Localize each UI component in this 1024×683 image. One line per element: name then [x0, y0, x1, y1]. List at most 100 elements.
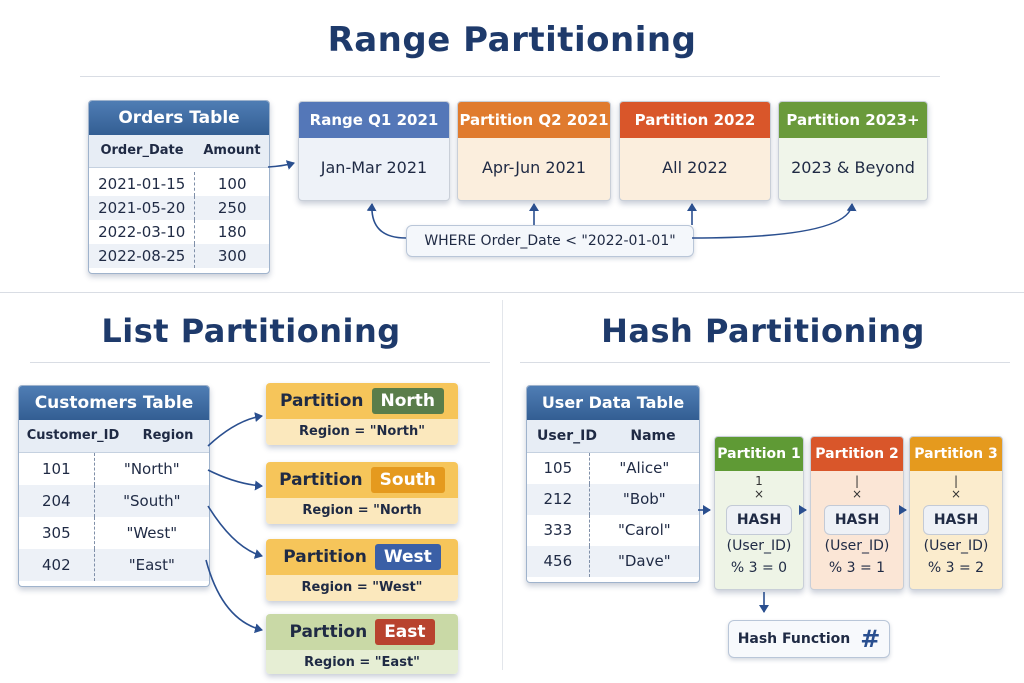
- table-cell: 333: [543, 521, 573, 539]
- x-icon: ×: [753, 487, 765, 501]
- hash-chip: HASH: [725, 505, 793, 535]
- table-row: 305"West": [19, 517, 209, 549]
- x-icon: ×: [851, 487, 863, 501]
- partition-header: Partition South: [266, 462, 458, 498]
- arrow-query-to-q1: [366, 203, 407, 239]
- hash-symbol-icon: #: [860, 625, 881, 653]
- range-partition-2023: Partition 2023+ 2023 & Beyond: [778, 101, 928, 201]
- hash-chip: HASH: [823, 505, 891, 535]
- arrow-to-east: [205, 559, 263, 634]
- table-cell: 101: [41, 460, 71, 478]
- user-table-title: User Data Table: [527, 386, 699, 420]
- table-cell: "East": [93, 549, 209, 581]
- column-divider: [502, 300, 503, 670]
- table-row: 333 "Carol": [527, 515, 699, 546]
- range-title: Range Partitioning: [327, 20, 697, 60]
- table-cell: 105: [543, 459, 573, 477]
- table-cell: 100: [194, 172, 269, 196]
- region-tag: North: [371, 388, 445, 414]
- hash-arg: (User_ID): [824, 538, 890, 554]
- region-tag: South: [370, 467, 445, 493]
- partition-mark: |×: [851, 474, 863, 501]
- partition-body: Jan-Mar 2021: [320, 158, 428, 177]
- table-row: 105 "Alice": [527, 453, 699, 484]
- range-partition-q2: Partition Q2 2021 Apr-Jun 2021: [457, 101, 611, 201]
- table-row: 101"North": [19, 453, 209, 485]
- column-header: Name: [630, 428, 676, 444]
- table-cell: 456: [543, 552, 573, 570]
- partition-body: 1× HASH (User_ID) % 3 = 0: [715, 475, 803, 579]
- table-row: 212"Bob": [527, 484, 699, 515]
- partition-header: Partition 2023+: [779, 102, 927, 138]
- range-partition-2022: Partition 2022 All 2022: [619, 101, 771, 201]
- section-divider: [0, 292, 1024, 293]
- table-row: 402 "East": [19, 549, 209, 581]
- table-cell: 402: [41, 556, 71, 574]
- hash-partition-3: Partition 3 |× HASH (User_ID) % 3 = 2: [909, 436, 1003, 590]
- partition-filter: Region = "East": [266, 650, 458, 674]
- partition-mark: 1×: [753, 474, 765, 501]
- table-row: 2021-01-15 100: [89, 172, 269, 196]
- orders-table-body: 2021-01-15 100 2021-05-20 250 2022-03-10 18…: [89, 168, 269, 268]
- hash-arg: (User_ID): [726, 538, 792, 554]
- partition-filter: Region = "West": [266, 575, 458, 601]
- partition-header: Range Q1 2021: [299, 102, 449, 138]
- table-cell: 204: [41, 492, 71, 510]
- table-cell: 2021-05-20: [98, 199, 186, 217]
- arrow-to-south: [207, 469, 263, 491]
- x-icon: ×: [950, 487, 962, 501]
- table-row: 204 "South": [19, 485, 209, 517]
- table-cell: "Alice": [588, 453, 699, 484]
- table-row: 2022-03-10 180: [89, 220, 269, 244]
- partition-label: Partition: [279, 470, 363, 490]
- table-cell: "South": [93, 485, 209, 517]
- partition-header: Partition 2: [811, 437, 903, 471]
- column-header: Customer_ID: [26, 428, 120, 443]
- partition-body: |× HASH (User_ID) % 3 = 2: [910, 475, 1002, 579]
- hash-partition-1: Partition 1 1× HASH (User_ID) % 3 = 0: [714, 436, 804, 590]
- hash-mod: % 3 = 2: [927, 560, 985, 576]
- hash-mod: % 3 = 1: [828, 560, 886, 576]
- column-header: User_ID: [537, 428, 597, 444]
- hash-partition-2: Partition 2 |× HASH (User_ID) % 3 = 1: [810, 436, 904, 590]
- table-cell: 2021-01-15: [98, 175, 186, 193]
- user-table-header: User_ID Name: [527, 420, 699, 453]
- partition-mark: |×: [950, 474, 962, 501]
- region-tag: East: [375, 619, 435, 645]
- table-row: 2021-05-20 250: [89, 196, 269, 220]
- table-cell: "West": [93, 517, 209, 549]
- column-header: Order_Date: [100, 143, 184, 158]
- table-cell: "Bob": [588, 484, 699, 515]
- table-cell: "Carol": [588, 515, 699, 546]
- table-cell: 250: [194, 196, 269, 220]
- range-divider: [80, 76, 940, 77]
- table-cell: 2022-08-25: [98, 247, 186, 265]
- table-cell: 180: [194, 220, 269, 244]
- region-tag: West: [374, 544, 441, 570]
- table-cell: 2022-03-10: [98, 223, 186, 241]
- user-table-body: 105 "Alice" 212"Bob" 333 "Carol" 456 "Dave": [527, 453, 699, 577]
- hash-mod: % 3 = 0: [730, 560, 788, 576]
- partition-header: Partition Q2 2021: [458, 102, 610, 138]
- table-row: 456 "Dave": [527, 546, 699, 577]
- arrow-to-west: [207, 505, 263, 559]
- orders-table-header: Order_Date Amount: [89, 135, 269, 168]
- customers-table-title: Customers Table: [19, 386, 209, 420]
- partition-filter: Region = "North": [266, 419, 458, 445]
- table-cell: "Dave": [588, 546, 699, 577]
- column-header: Amount: [203, 143, 261, 158]
- arrow-query-to-2023: [691, 203, 857, 239]
- customers-table: Customers Table Customer_ID Region 101"N…: [18, 385, 210, 587]
- column-header: Region: [142, 428, 194, 443]
- partition-body: |× HASH (User_ID) % 3 = 1: [811, 475, 903, 579]
- hash-divider: [520, 362, 1010, 363]
- partition-header: Partition 3: [910, 437, 1002, 471]
